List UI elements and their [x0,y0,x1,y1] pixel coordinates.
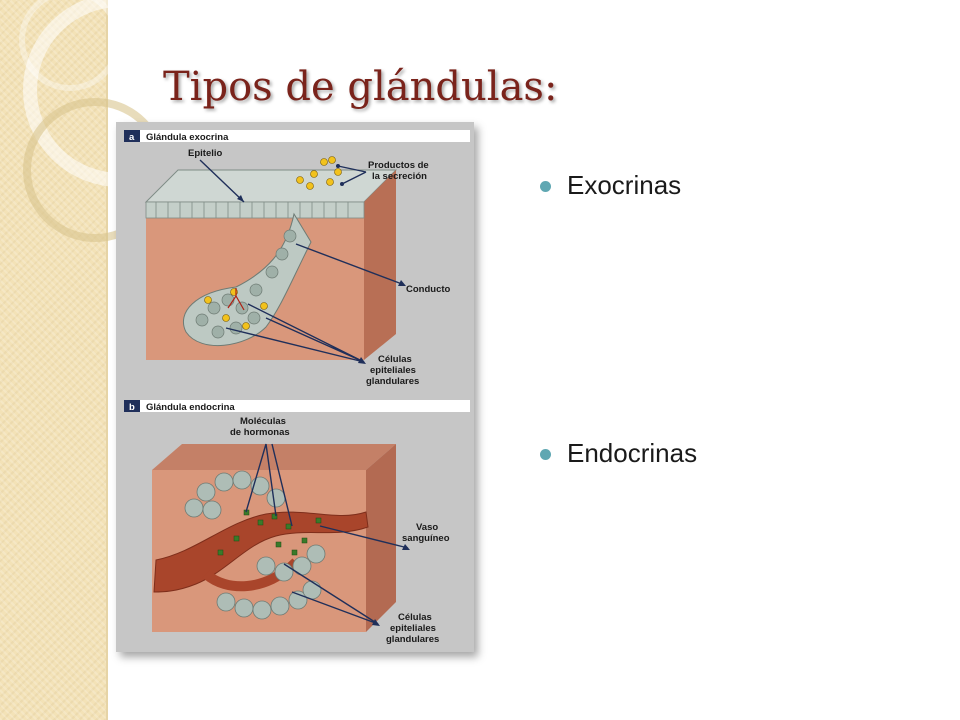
slide-title: Tipos de glándulas: [163,64,558,110]
bullet-text: Endocrinas [567,438,698,468]
label-b-celulas-1: Células [398,612,432,623]
panel-a-heading: Glándula exocrina [146,132,229,143]
bullet-dot-icon [540,449,551,460]
label-vaso-1: Vaso [416,522,438,533]
panel-a-exocrine: a Glándula exocrina [124,130,470,387]
side-band-border [106,0,108,720]
label-a-celulas-1: Células [378,354,412,365]
label-a-celulas-3: glandulares [366,376,419,387]
panel-b-heading: Glándula endocrina [146,402,235,413]
label-a-celulas-2: epiteliales [370,365,416,376]
label-productos-1: Productos de [368,160,429,171]
panel-b-letter: b [129,402,135,413]
panel-a-letter: a [129,132,135,143]
gland-diagram-figure: a Glándula exocrina [116,122,474,652]
label-moleculas-2: de hormonas [230,427,290,438]
bullet-dot-icon [540,181,551,192]
label-b-celulas-3: glandulares [386,634,439,645]
label-moleculas-1: Moléculas [240,416,286,427]
label-b-celulas-2: epiteliales [390,623,436,634]
bullet-text: Exocrinas [567,170,682,200]
panel-b-endocrine: b Glándula endocrina [124,400,470,645]
label-vaso-2: sanguíneo [402,533,450,544]
label-conducto: Conducto [406,284,451,295]
label-epitelio: Epitelio [188,148,223,159]
label-productos-2: la secreción [372,171,427,182]
